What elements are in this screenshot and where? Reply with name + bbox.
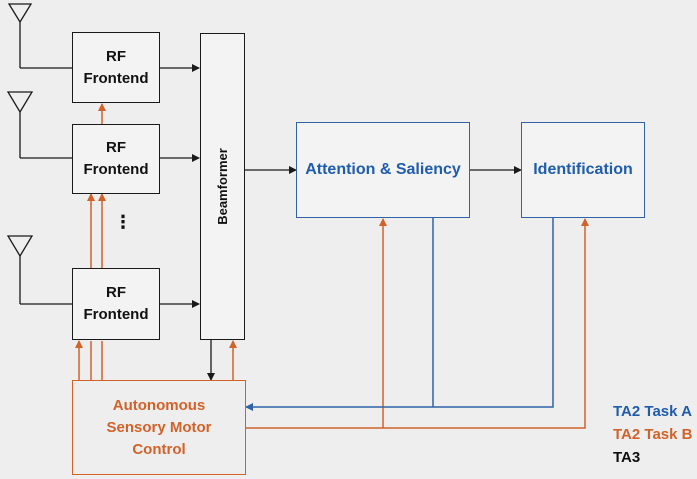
rf-frontend-box: RF Frontend: [72, 32, 160, 103]
sensory-motor-control-box: Autonomous Sensory Motor Control: [72, 380, 246, 475]
rf-frontend-box: RF Frontend: [72, 268, 160, 340]
beamformer-label: Beamformer: [215, 148, 230, 225]
frontend-label: Frontend: [83, 161, 149, 178]
attention-feedback-lines: [245, 218, 554, 411]
legend-task-a: TA2 Task A: [613, 403, 692, 420]
rf-label: RF: [106, 284, 126, 301]
frontend-label: Frontend: [83, 306, 149, 323]
antenna-icon: [7, 3, 72, 69]
rf-label: RF: [106, 47, 126, 65]
rf-to-beamformer-arrows: [160, 64, 200, 308]
antenna-icon: [6, 91, 72, 159]
control-label-line-3: Control: [132, 440, 186, 458]
more-frontends-ellipsis: ⋮: [114, 212, 132, 232]
signal-chain-arrows: [207, 166, 522, 381]
rf-label: RF: [106, 139, 126, 156]
legend-task-b: TA2 Task B: [613, 426, 693, 443]
control-label-line-2: Sensory Motor: [106, 418, 212, 436]
rf-frontend-box: RF Frontend: [72, 124, 160, 194]
beamformer-box: Beamformer: [200, 33, 245, 340]
control-feedback-lines: [75, 103, 589, 429]
legend-ta3: TA3: [613, 449, 641, 466]
attention-saliency-label: Attention & Saliency: [305, 161, 461, 178]
attention-saliency-box: Attention & Saliency: [296, 122, 470, 218]
frontend-label: Frontend: [83, 69, 149, 87]
identification-box: Identification: [521, 122, 645, 218]
antenna-icon: [6, 235, 72, 305]
control-label-line-1: Autonomous: [112, 396, 206, 414]
identification-label: Identification: [533, 161, 633, 178]
